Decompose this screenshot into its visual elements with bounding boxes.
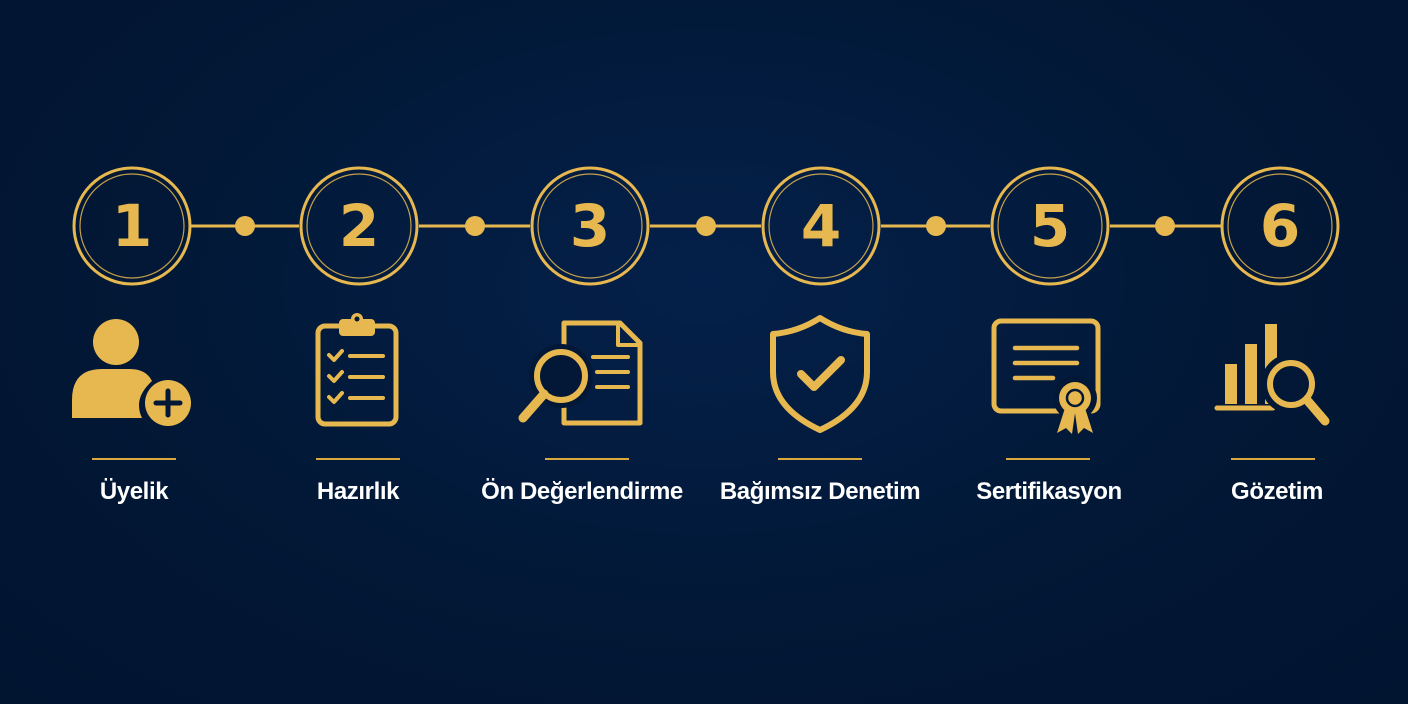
connector-dot [1155,216,1175,236]
step-label-3: Ön Değerlendirme [481,478,683,505]
step-circle-5 [990,166,1110,286]
chart-magnifier-icon [1211,312,1341,436]
clipboard-checklist-icon [293,312,423,436]
step-number-1: 1 [111,192,153,260]
step-circle-6 [1220,166,1340,286]
certificate-icon [981,312,1111,436]
step-number-4: 4 [800,192,842,260]
user-add-icon [69,312,199,436]
step-divider-5 [1006,458,1090,460]
timeline-dots [235,216,1175,236]
step-label-6: Gözetim [1231,478,1323,505]
connector-dot [235,216,255,236]
step-circle-1 [72,166,192,286]
shield-check-icon [755,312,885,436]
step-label-5: Sertifikasyon [976,478,1122,505]
step-circles [72,166,1340,286]
step-circle-3 [530,166,650,286]
step-number-5: 5 [1029,192,1071,260]
step-number-3: 3 [569,192,611,260]
step-divider-4 [778,458,862,460]
step-number-2: 2 [338,192,380,260]
connector-dot [926,216,946,236]
step-divider-6 [1231,458,1315,460]
step-label-2: Hazırlık [316,478,400,505]
step-circle-4 [761,166,881,286]
step-divider-2 [316,458,400,460]
connector-dot [465,216,485,236]
step-number-6: 6 [1259,192,1301,260]
step-divider-3 [545,458,629,460]
step-circle-2 [299,166,419,286]
step-label-4: Bağımsız Denetim [719,478,921,505]
connector-dot [696,216,716,236]
document-search-icon [517,312,647,436]
step-label-1: Üyelik [99,478,169,505]
step-divider-1 [92,458,176,460]
